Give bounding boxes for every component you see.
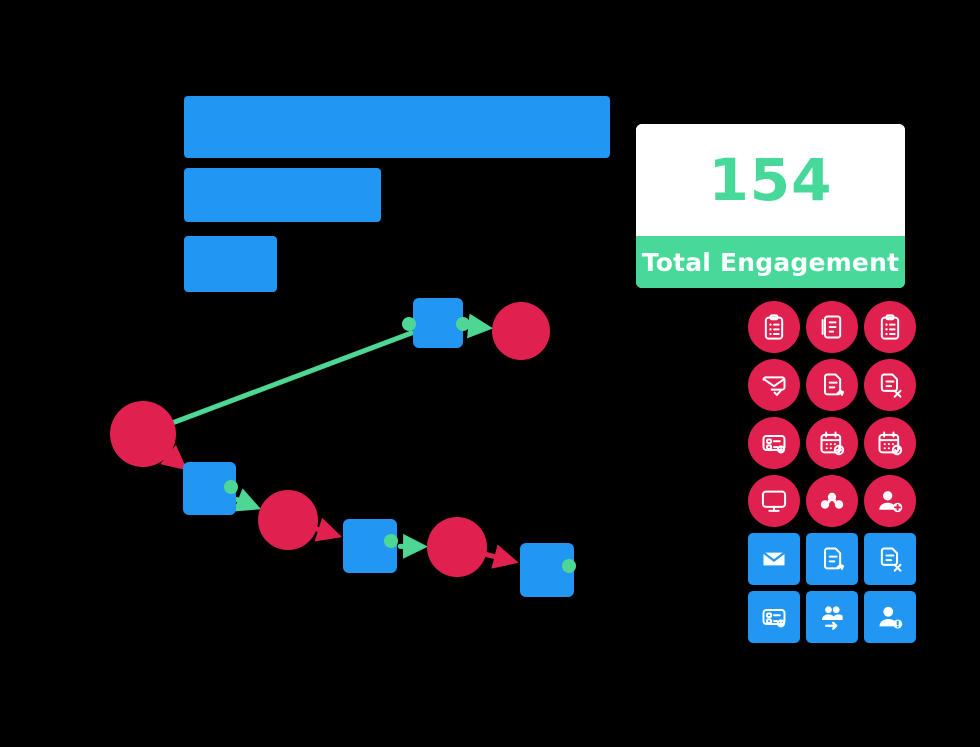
kpi-label: Total Engagement <box>641 247 900 277</box>
icon-button-calendar-add[interactable] <box>806 417 858 469</box>
icon-button-document-remove[interactable] <box>864 359 916 411</box>
document-pin-icon <box>824 373 845 396</box>
icon-button-users-transfer[interactable] <box>806 591 858 643</box>
icon-button-network-share[interactable] <box>806 475 858 527</box>
graph-edges-layer <box>160 313 519 569</box>
mail-check-icon <box>762 376 786 396</box>
graph-connector-dot <box>402 317 416 331</box>
icon-button-document-pin[interactable] <box>806 533 858 585</box>
icon-button-document-remove[interactable] <box>864 533 916 585</box>
user-add-icon <box>879 491 903 513</box>
graph-connector-dot <box>456 317 470 331</box>
icon-button-mail-check[interactable] <box>748 359 800 411</box>
mail-filled-icon <box>763 552 785 566</box>
clipboard-list-icon <box>880 314 900 340</box>
document-remove-icon <box>880 547 902 572</box>
bar-3[interactable] <box>184 236 277 292</box>
graph-edge-n1-n2 <box>160 444 188 471</box>
clipboard-list-icon <box>764 314 784 340</box>
icon-button-document-pin[interactable] <box>806 359 858 411</box>
icon-button-calendar-check[interactable] <box>864 417 916 469</box>
user-alert-icon <box>879 606 903 629</box>
graph-node-n3[interactable] <box>258 490 318 550</box>
server-settings-icon <box>762 609 786 628</box>
bar-2[interactable] <box>184 168 381 222</box>
document-pin-icon <box>824 547 845 570</box>
icon-button-user-add[interactable] <box>864 475 916 527</box>
document-report-icon <box>821 315 842 339</box>
calendar-check-icon <box>878 431 903 456</box>
node-link-graph <box>0 280 640 620</box>
total-engagement-card[interactable]: 154 Total Engagement <box>636 124 905 288</box>
icon-button-clipboard-list[interactable] <box>864 301 916 353</box>
icon-button-document-report[interactable] <box>806 301 858 353</box>
kpi-label-area: Total Engagement <box>636 236 905 288</box>
icon-button-mail-filled[interactable] <box>748 533 800 585</box>
icon-button-monitor[interactable] <box>748 475 800 527</box>
calendar-add-icon <box>820 431 845 456</box>
bar-1[interactable] <box>184 96 610 158</box>
graph-edge-n3-n4 <box>314 517 343 542</box>
graph-node-n1[interactable] <box>110 401 176 467</box>
kpi-value-area: 154 <box>636 124 905 236</box>
graph-connector-dot <box>384 534 398 548</box>
graph-edge-n5-n6 <box>483 544 519 569</box>
bar-chart <box>0 0 640 300</box>
graph-node-n5[interactable] <box>427 517 487 577</box>
graph-edge-n2-n3 <box>233 488 262 512</box>
document-remove-icon <box>880 373 902 398</box>
icon-button-server-settings[interactable] <box>748 417 800 469</box>
graph-connector-dot <box>562 559 576 573</box>
icon-grid <box>748 301 916 643</box>
graph-node-n7[interactable] <box>413 298 463 348</box>
icon-button-user-alert[interactable] <box>864 591 916 643</box>
icon-button-server-settings[interactable] <box>748 591 800 643</box>
kpi-value: 154 <box>708 146 833 214</box>
server-settings-icon <box>762 435 786 454</box>
network-share-icon <box>820 492 844 509</box>
graph-node-n8[interactable] <box>492 302 550 360</box>
monitor-icon <box>761 490 787 512</box>
users-transfer-icon <box>821 606 843 630</box>
graph-connector-dot <box>224 480 238 494</box>
graph-edge-n1-n7 <box>171 330 415 425</box>
icon-button-clipboard-list[interactable] <box>748 301 800 353</box>
